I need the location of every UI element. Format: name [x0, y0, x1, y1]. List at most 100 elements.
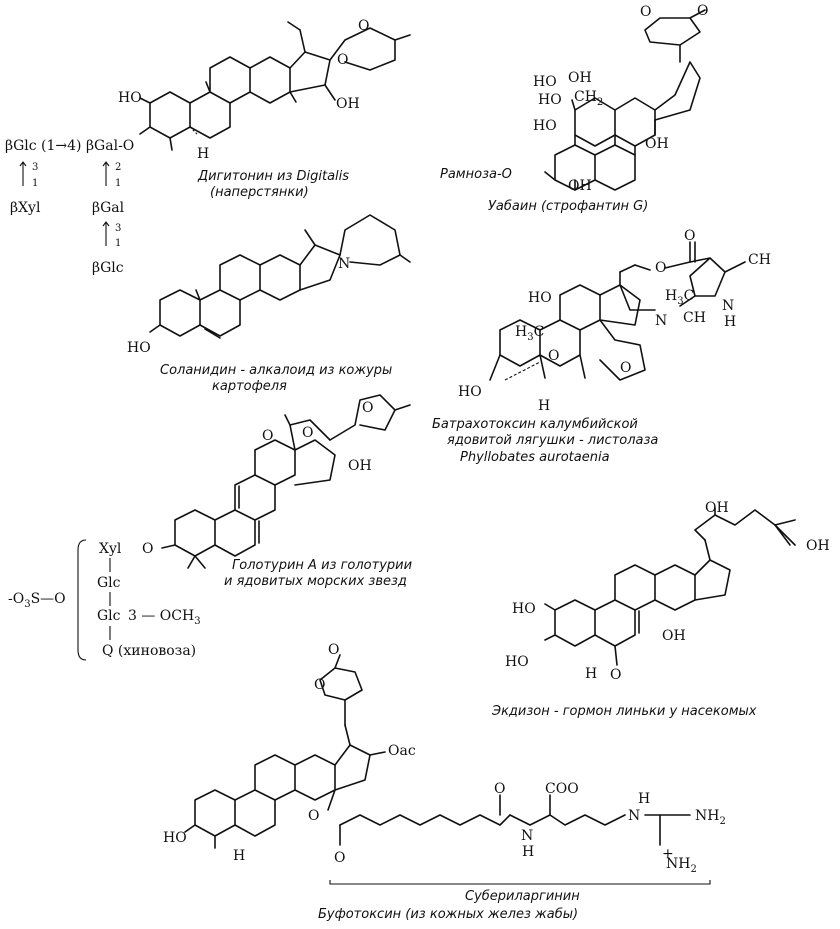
caption-line: Соланидин - алкалоид из кожуры	[160, 363, 392, 378]
ch2-label: CH2	[574, 89, 603, 108]
linkage-label: 1	[115, 238, 121, 249]
hydroxyl-label: OH	[662, 628, 686, 644]
caption-line: Дигитонин из Digitalis	[197, 169, 349, 184]
sugar-label: βXyl	[10, 200, 41, 216]
o-text: -O	[8, 591, 24, 607]
sugar-label: βGlc	[92, 260, 124, 276]
batrachotoxin-structure: O O CH HO H3C N H H3C O N CH O HO H Батр…	[432, 228, 771, 465]
methoxy-label: 3 — OCH3	[128, 608, 201, 627]
h-text: H	[515, 324, 527, 340]
linkage-label: 3	[115, 223, 121, 234]
hydroxyl-label: HO	[505, 654, 529, 670]
amide-nitrogen-label: N	[521, 828, 533, 844]
caption-line: Буфотоксин (из кожных желез жабы)	[318, 907, 578, 922]
ecdysone-structure: OH OH HO HO H O OH Экдизон - гормон линь…	[491, 500, 830, 719]
sugar-label: βGal	[92, 200, 125, 216]
sugar-label: Glc	[97, 575, 121, 591]
oxygen-label: O	[610, 667, 621, 683]
oxygen-label: O	[308, 808, 319, 824]
methyl-label: CH	[683, 310, 706, 326]
oxygen-label: O	[358, 18, 369, 34]
subscript: 2	[597, 97, 603, 108]
hydrogen-label: H	[197, 146, 209, 162]
subscript: 3	[194, 616, 200, 627]
carboxylate-label: COO	[545, 781, 579, 797]
subscript: 3	[677, 296, 683, 307]
hydroxyl-label: OH	[336, 96, 360, 112]
nitrogen-label: N	[338, 256, 350, 272]
oxygen-label: O	[262, 428, 273, 444]
hydroxyl-label: HO	[538, 92, 562, 108]
caption-line: Батрахотоксин калумбийской	[432, 417, 638, 432]
guanidine-nitrogen-label: N	[628, 808, 640, 824]
oxygen-label: O	[337, 52, 348, 68]
hydroxyl-label: OH	[806, 538, 830, 554]
oxygen-label: O	[640, 4, 651, 20]
oxygen-label: O	[684, 228, 695, 244]
hydroxyl-label: HO	[127, 340, 151, 356]
amine-label: NH2	[695, 808, 726, 827]
linkage-label: 1	[115, 178, 121, 189]
oxygen-label: O	[302, 425, 313, 441]
caption-line: Экдизон - гормон линьки у насекомых	[491, 704, 757, 719]
caption-line: (наперстянки)	[210, 185, 309, 200]
oxygen-label: O	[334, 850, 345, 866]
nh-text: NH	[695, 808, 719, 824]
ch-text: CH	[748, 252, 771, 268]
hydroxyl-label: HO	[533, 118, 557, 134]
hydroxyl-label: OH	[568, 70, 592, 86]
hydroxyl-label: HO	[528, 290, 552, 306]
oxygen-label: O	[328, 642, 339, 658]
caption-line: картофеля	[212, 379, 287, 394]
hydroxyl-label: HO	[163, 830, 187, 846]
methyl-label: H3C	[665, 288, 694, 307]
oxygen-label: O	[142, 541, 153, 557]
sugar-label: Xyl	[99, 541, 122, 557]
sugar-label: Glc	[97, 608, 121, 624]
caption-line: Уабаин (строфантин G)	[488, 199, 648, 214]
hydroxyl-label: OH	[568, 178, 592, 194]
acetoxy-label: Oac	[388, 743, 416, 759]
caption-line: ядовитой лягушки - листолаза	[447, 433, 658, 448]
holothurin-structure: O O O OH Xyl O Glc Glc 3 — OCH3 Q (хинов…	[8, 394, 412, 661]
oxygen-label: O	[494, 781, 505, 797]
amide-hydrogen-label: H	[522, 844, 534, 860]
h-text: H	[665, 288, 677, 304]
pyrrole-nitrogen-label: N	[722, 298, 734, 314]
digitonin-structure: HO OH H O O βGlc (1→4) βGal-O 3 1 2 1 βX…	[5, 18, 411, 276]
oxygen-label: O	[620, 360, 631, 376]
caption-line: Голотурин А из голотурии	[232, 558, 412, 573]
guanidine-hydrogen-label: H	[638, 791, 650, 807]
ch-text: CH	[574, 89, 597, 105]
hydrogen-label: H	[233, 848, 245, 864]
subscript: 3	[527, 332, 533, 343]
rhamnose-label: Рамноза-O	[440, 167, 512, 182]
sulfate-label: -O3S—O	[8, 591, 66, 610]
oxygen-label: O	[548, 348, 559, 364]
caption-line: и ядовитых морских звезд	[224, 574, 407, 589]
hydroxyl-label: HO	[512, 601, 536, 617]
hydroxyl-label: HO	[533, 74, 557, 90]
bufotoxin-structure: O O Oac HO H O O O COO N H H N NH2 + NH2…	[163, 642, 726, 922]
linkage-label: 3	[32, 162, 38, 173]
sugar-chain-label: βGlc (1→4) βGal-O	[5, 138, 134, 154]
methyl-label: CH	[748, 252, 771, 268]
och-text: 3 — OCH	[128, 608, 194, 624]
hydroxyl-label: HO	[458, 384, 482, 400]
s-text: S—O	[31, 591, 66, 607]
caption-line: Субериларгинин	[465, 889, 580, 904]
oxygen-label: O	[697, 3, 708, 19]
c-text: C	[534, 324, 545, 340]
linkage-label: 2	[115, 162, 121, 173]
oxygen-label: O	[362, 400, 373, 416]
subscript: 3	[24, 599, 30, 610]
ouabain-structure: O O HO HO OH CH2 HO OH OH Рамноза-O Уаба…	[440, 3, 708, 214]
quinovose-label: Q (хиновоза)	[102, 643, 196, 659]
amine-label: NH2	[666, 856, 697, 875]
nh-text: NH	[666, 856, 690, 872]
nitrogen-label: N	[655, 313, 667, 329]
c-text: C	[684, 288, 695, 304]
hydroxyl-label: OH	[348, 458, 372, 474]
pyrrole-hydrogen-label: H	[724, 314, 736, 330]
